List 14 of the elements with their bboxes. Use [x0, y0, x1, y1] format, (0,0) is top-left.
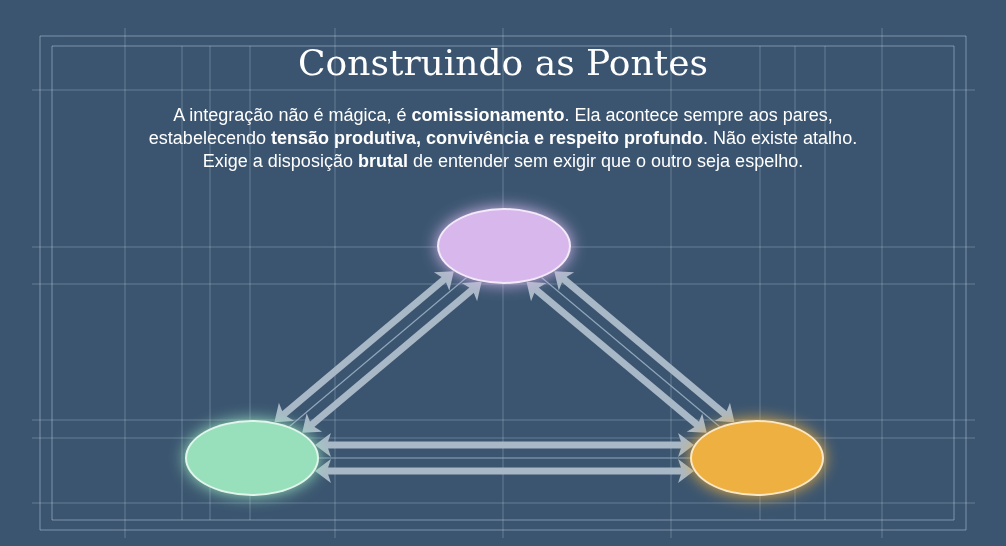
ellipse-node — [690, 420, 824, 496]
ellipse-node — [437, 208, 571, 284]
connector-line — [540, 276, 721, 428]
double-arrow — [314, 433, 695, 457]
double-arrow — [302, 281, 482, 433]
connector-line — [318, 457, 691, 459]
ellipse-node — [185, 420, 319, 496]
double-arrow — [314, 459, 695, 483]
double-arrow — [526, 281, 707, 433]
double-arrow — [554, 271, 735, 423]
title: Construindo as Pontes — [297, 42, 709, 83]
double-arrow — [274, 271, 454, 423]
connector-line — [288, 276, 468, 428]
description-text: A integração não é mágica, é comissionamento. Ela acontece sempre aos pares, estabelecendo tensão produtiva, convivência e respeito profundo. Não existe atalho. Exige a disposição brutal de entender sem exigir que o outro seja espelho. — [147, 104, 859, 173]
